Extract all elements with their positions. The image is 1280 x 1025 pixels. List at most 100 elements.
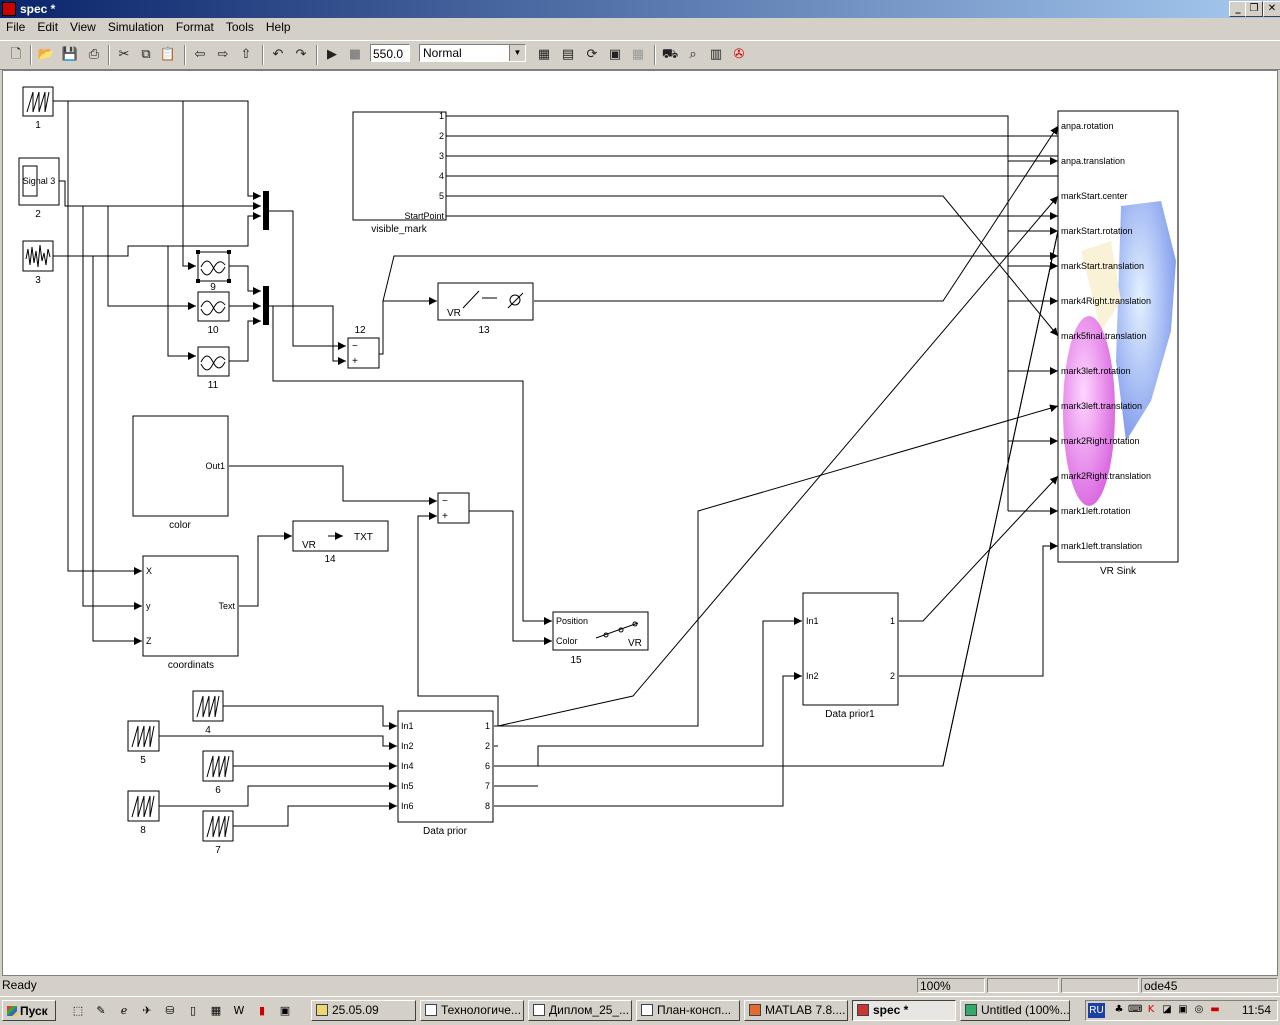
task-untitled[interactable]: Untitled (100%... — [960, 1000, 1070, 1021]
vr-block-13[interactable] — [437, 282, 534, 321]
signal-builder-block-2[interactable] — [18, 157, 60, 206]
library-browser-icon[interactable]: ⛟ — [661, 47, 679, 62]
new-icon[interactable]: 🗋 — [10, 47, 22, 62]
block-diagram: 1 Signal 3 2 3 9 10 11 − + 12 1 2 3 4 — [18, 86, 1179, 856]
vr-sink-port: mark1left.translation — [1061, 541, 1142, 551]
menu-file[interactable]: File — [6, 20, 26, 34]
library-icon[interactable]: ▣ — [608, 47, 622, 62]
update-diagram-icon[interactable]: ▤ — [561, 47, 575, 62]
model-canvas[interactable]: 1 Signal 3 2 3 9 10 11 − + 12 1 2 3 4 — [2, 70, 1278, 976]
language-indicator[interactable]: RU — [1088, 1003, 1105, 1018]
menu-help[interactable]: Help — [265, 20, 291, 34]
vr-block-15[interactable] — [552, 611, 649, 651]
stop-simulation-icon[interactable]: ■ — [348, 47, 362, 62]
tray-icon[interactable]: ▣ — [1178, 1004, 1188, 1015]
task-folder[interactable]: 25.05.09 — [311, 1000, 416, 1021]
quicklaunch-icon[interactable]: ⬚ — [72, 1004, 84, 1017]
quicklaunch-icon[interactable]: ✎ — [96, 1004, 106, 1017]
back-icon[interactable]: ⇦ — [194, 47, 206, 62]
source-block-8[interactable] — [127, 790, 160, 822]
menu-tools[interactable]: Tools — [225, 20, 254, 34]
tray-icon[interactable]: ◎ — [1194, 1004, 1204, 1015]
undo-icon[interactable]: ↶ — [272, 47, 284, 62]
title-bar: spec * _ ❐ ✕ — [0, 0, 1280, 18]
block-label-9: 9 — [210, 282, 216, 293]
close-button[interactable]: ✕ — [1263, 1, 1280, 17]
model-explorer-icon[interactable]: ⌕ — [689, 47, 697, 62]
clock: 11:54 — [1241, 1003, 1271, 1017]
open-icon[interactable]: 📂 — [37, 47, 55, 62]
block-inner-2: Signal 3 — [23, 176, 56, 186]
simulation-mode-select[interactable]: Normal▼ — [419, 44, 526, 62]
redo-icon[interactable]: ↷ — [295, 47, 307, 62]
mux-block-1[interactable] — [263, 191, 269, 230]
status-solver: ode45 — [1141, 978, 1278, 993]
quicklaunch-icon[interactable]: ▦ — [210, 1004, 222, 1017]
stop-time-input[interactable]: 550.0 — [370, 44, 410, 62]
tray-icon[interactable]: ◪ — [1162, 1004, 1172, 1015]
quicklaunch-icon[interactable]: ▣ — [279, 1004, 291, 1017]
sum-block-12[interactable] — [347, 337, 380, 369]
data-prior1-block[interactable] — [802, 592, 899, 706]
source-block-4[interactable] — [192, 690, 224, 722]
word-icon[interactable]: W — [233, 1004, 245, 1017]
task-matlab[interactable]: MATLAB 7.8.... — [744, 1000, 848, 1021]
dp1-out-2: 2 — [890, 671, 895, 681]
filter-block-11[interactable] — [197, 346, 230, 377]
dp-out-6: 6 — [485, 761, 490, 771]
maximize-button[interactable]: ❐ — [1245, 1, 1263, 17]
print-icon[interactable]: ⎙ — [88, 47, 100, 62]
save-icon[interactable]: 💾 — [61, 47, 79, 62]
vr-sink-port: mark2Right.translation — [1061, 471, 1151, 481]
task-spec[interactable]: spec * — [852, 1000, 956, 1021]
start-button[interactable]: Пуск — [2, 1000, 56, 1021]
status-pane-empty-2 — [1061, 978, 1139, 993]
quicklaunch-icon[interactable]: ✈ — [142, 1004, 152, 1017]
coordinats-block[interactable] — [142, 555, 239, 657]
task-word-3[interactable]: План-консп... — [636, 1000, 740, 1021]
mux-block-2[interactable] — [263, 286, 269, 325]
start-simulation-icon[interactable]: ▶ — [327, 47, 337, 62]
source-block-7[interactable] — [202, 810, 234, 842]
color-block[interactable] — [132, 415, 229, 517]
source-block-6[interactable] — [202, 750, 234, 782]
status-pane-empty-1 — [987, 978, 1059, 993]
quicklaunch-icon[interactable]: ▯ — [189, 1004, 197, 1017]
menu-edit[interactable]: Edit — [37, 20, 59, 34]
tray-icon[interactable]: K — [1147, 1004, 1155, 1015]
menu-format[interactable]: Format — [175, 20, 214, 34]
quicklaunch-icon[interactable]: ⛁ — [165, 1004, 175, 1017]
sum-block-2[interactable] — [437, 492, 470, 524]
filter-block-10[interactable] — [197, 291, 230, 322]
tray-icon[interactable]: ♣ — [1114, 1004, 1124, 1015]
noise-block-3[interactable] — [22, 240, 54, 272]
task-word-2[interactable]: Диплом_25_... — [528, 1000, 632, 1021]
forward-icon[interactable]: ⇨ — [217, 47, 229, 62]
block-label-2: 2 — [35, 209, 41, 220]
menu-simulation[interactable]: Simulation — [107, 20, 164, 34]
task-word-1[interactable]: Технологиче... — [420, 1000, 524, 1021]
quicklaunch-icon[interactable]: ▮ — [258, 1004, 266, 1017]
data-prior-block[interactable] — [397, 710, 494, 823]
filter-block-9[interactable] — [196, 250, 231, 283]
paste-icon[interactable]: 📋 — [159, 47, 177, 62]
up-icon[interactable]: ⇧ — [240, 47, 252, 62]
ie-icon[interactable]: ℯ — [120, 1004, 128, 1017]
visible-mark-block[interactable] — [352, 111, 447, 221]
debugger-icon[interactable]: ▥ — [709, 47, 723, 62]
color-out-port: Out1 — [205, 461, 225, 471]
vr-sink-block[interactable] — [1057, 110, 1179, 563]
chevron-down-icon[interactable]: ▼ — [509, 45, 525, 61]
build-icon[interactable]: ▦ — [537, 47, 551, 62]
flag-icon[interactable]: ▬ — [1210, 1004, 1220, 1015]
windows-flag-icon — [7, 1006, 17, 1016]
source-block-1[interactable] — [22, 86, 54, 117]
refresh-icon[interactable]: ⟳ — [586, 47, 598, 62]
b15-vr: VR — [628, 638, 642, 649]
accelerator-icon[interactable]: ✇ — [733, 47, 745, 62]
source-block-5[interactable] — [127, 720, 160, 752]
tray-icon[interactable]: ⌨ — [1128, 1004, 1143, 1015]
menu-view[interactable]: View — [70, 20, 96, 34]
cut-icon[interactable]: ✂ — [118, 47, 130, 62]
copy-icon[interactable]: ⧉ — [141, 47, 151, 62]
